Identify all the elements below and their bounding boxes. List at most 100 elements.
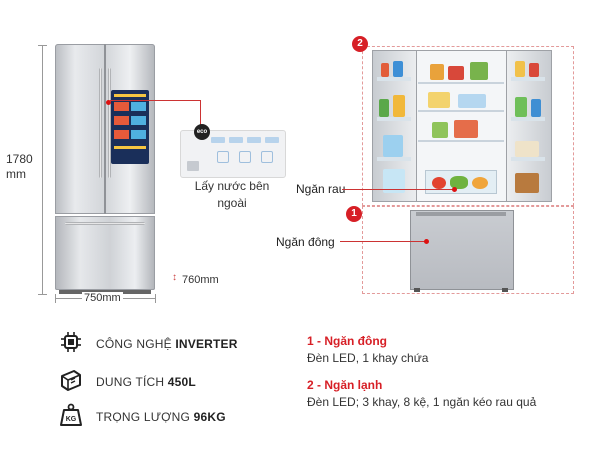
veg-item: [472, 177, 488, 189]
food-item: [454, 120, 478, 138]
height-dimension-tick-bottom: [38, 294, 47, 295]
height-dimension-tick-top: [38, 45, 47, 46]
fridge-capacity-icon: [58, 367, 84, 393]
weight-kg-icon: KG: [58, 402, 84, 428]
food-item: [430, 64, 444, 80]
door-bin: [377, 117, 411, 121]
door-bin: [511, 77, 545, 81]
width-dimension-tick-right: [155, 294, 156, 303]
feature-label: TRỌNG LƯỢNG: [96, 410, 194, 424]
vegetable-drawer-pointer: [342, 189, 454, 190]
dispenser-label: Lấy nước bên ngoài: [194, 179, 270, 210]
door-bin: [377, 77, 411, 81]
dispenser-marker-dot: [106, 100, 111, 105]
feature-value: 96KG: [193, 410, 226, 424]
food-item: [470, 62, 488, 80]
freezer-handle: [65, 222, 145, 225]
door-item: [381, 63, 389, 77]
feature-label: CÔNG NGHỆ: [96, 337, 176, 351]
fridge-door-split: [104, 44, 106, 214]
door-item: [393, 95, 405, 117]
dispenser-button: [211, 137, 225, 143]
panel-image-5: [114, 130, 129, 139]
vegetable-drawer: [425, 170, 497, 194]
fridge-handle-left: [99, 68, 102, 178]
door-item: [383, 135, 403, 157]
dispenser-icon: [217, 151, 229, 163]
door-item: [515, 61, 525, 77]
open-door-left: [372, 50, 418, 202]
freezer-compartment-outline: [362, 206, 574, 294]
feature-label: DUNG TÍCH: [96, 375, 168, 389]
inverter-chip-icon: [58, 329, 84, 355]
veg-item: [450, 176, 468, 189]
height-value: 1780: [6, 152, 33, 166]
panel-stripe-bottom: [114, 146, 146, 149]
depth-label: 760mm: [182, 274, 219, 286]
width-label: 750mm: [82, 292, 123, 304]
fridge-shelf: [418, 140, 504, 142]
depth-arrow-icon: ↕: [172, 272, 177, 283]
fridge-closed-image: [55, 44, 155, 294]
panel-image-4: [114, 116, 129, 125]
feature-capacity: DUNG TÍCH 450L: [96, 375, 196, 389]
door-item: [529, 63, 539, 77]
height-label: 1780 mm: [6, 152, 33, 182]
eco-badge: eco: [194, 124, 210, 140]
dispenser-button: [247, 137, 261, 143]
weight-icon-text: KG: [66, 416, 77, 423]
freezer-drawer-handle: [416, 212, 506, 216]
fridge-handle-right: [108, 68, 111, 178]
freezer-dot: [424, 239, 429, 244]
food-item: [448, 66, 464, 80]
food-item: [432, 122, 448, 138]
dispenser-outlet: [187, 161, 199, 171]
freezer-compartment-marker: 1: [346, 206, 362, 222]
freezer-label: Ngăn đông: [276, 235, 335, 249]
fridge-foot: [502, 288, 508, 292]
door-item: [515, 97, 527, 117]
dispenser-connector-vertical: [200, 100, 201, 132]
door-bin: [511, 157, 545, 161]
dispenser-button: [265, 137, 279, 143]
spec-fridge-title: 2 - Ngăn lạnh: [307, 378, 383, 392]
door-bin: [511, 117, 545, 121]
spec-fridge-description: Đèn LED; 3 khay, 8 kệ, 1 ngăn kéo rau qu…: [307, 395, 537, 409]
door-item: [515, 141, 539, 157]
height-dimension-line: [42, 45, 43, 295]
dispenser-connector-horizontal: [110, 100, 200, 101]
feature-inverter: CÔNG NGHỆ INVERTER: [96, 337, 238, 351]
door-item: [531, 99, 541, 117]
veg-item: [432, 177, 446, 189]
panel-stripe: [114, 94, 146, 97]
feature-weight: TRỌNG LƯỢNG 96KG: [96, 410, 226, 424]
fridge-shelf: [418, 110, 504, 112]
panel-image-6: [131, 130, 146, 139]
vegetable-drawer-label: Ngăn rau: [296, 182, 346, 196]
freezer-pointer: [340, 241, 426, 242]
panel-image-1: [114, 102, 129, 111]
freezer-drawer-image: [410, 210, 514, 290]
water-dispenser-panel: [180, 130, 286, 178]
fridge-compartment-marker: 2: [352, 36, 368, 52]
door-item: [379, 99, 389, 117]
dispenser-button: [229, 137, 243, 143]
panel-image-2: [131, 102, 146, 111]
dispenser-icon: [239, 151, 251, 163]
fridge-compartment-outline: [362, 46, 574, 206]
door-item: [393, 61, 403, 77]
door-item: [515, 173, 539, 193]
feature-value: INVERTER: [175, 337, 238, 351]
door-bin: [377, 157, 411, 161]
food-item: [458, 94, 486, 108]
door-item: [383, 169, 405, 193]
fridge-foot: [414, 288, 420, 292]
width-dimension-tick-left: [55, 294, 56, 303]
spec-freezer-title: 1 - Ngăn đông: [307, 334, 387, 348]
panel-image-3: [131, 116, 146, 125]
fridge-shelf: [418, 82, 504, 84]
feature-value: 450L: [167, 375, 196, 389]
spec-freezer-description: Đèn LED, 1 khay chứa: [307, 351, 429, 365]
height-unit: mm: [6, 167, 26, 181]
door-panel-display: [111, 90, 149, 164]
